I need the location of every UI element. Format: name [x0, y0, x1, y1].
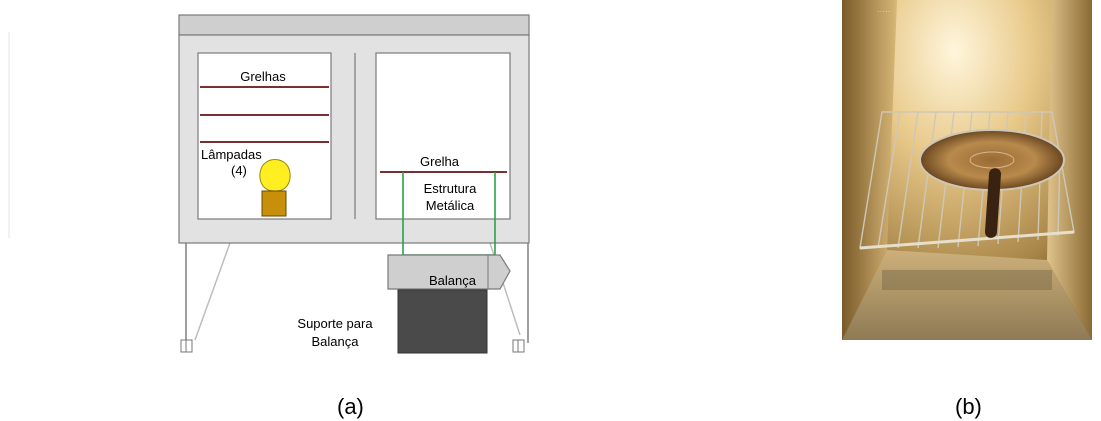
right-compartment: [375, 52, 511, 220]
scale-support: [397, 289, 488, 354]
lamp-icon: [259, 159, 291, 217]
estrutura-label: Estrutura: [424, 181, 478, 196]
suporte-balanca-label: Balança: [312, 334, 360, 349]
lampadas-count-label: (4): [231, 163, 247, 178]
svg-text:·····: ·····: [877, 7, 890, 16]
metalica-label: Metálica: [426, 198, 475, 213]
caption-a: (a): [337, 394, 364, 419]
balanca-label: Balança: [429, 273, 477, 288]
oven-interior-photo: ·····: [842, 0, 1092, 340]
oven-diagram: Grelhas Lâmpadas (4) Grelha Estrutura Me…: [8, 14, 530, 354]
suporte-label: Suporte para: [297, 316, 373, 331]
scale-body: [387, 254, 511, 290]
left-leg-diagonal: [194, 242, 231, 341]
caption-b: (b): [955, 394, 982, 419]
cabinet-top-bar: [178, 14, 530, 36]
grelhas-label: Grelhas: [240, 69, 286, 84]
lampadas-label: Lâmpadas: [201, 147, 262, 162]
grelha-label: Grelha: [420, 154, 460, 169]
